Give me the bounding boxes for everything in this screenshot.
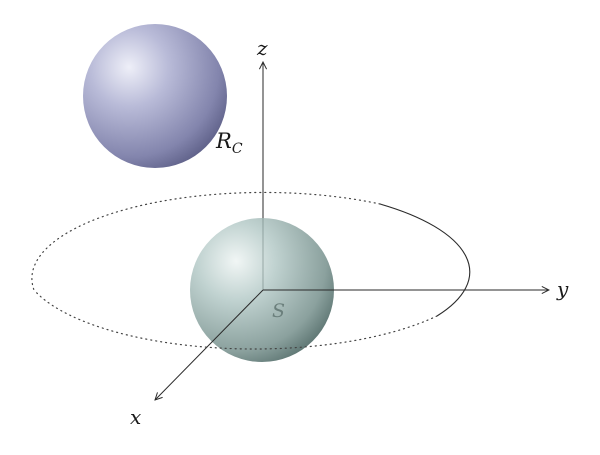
x-axis-line <box>155 289 264 400</box>
sphere-s <box>190 218 334 362</box>
sphere-rc-label-main: R <box>215 129 232 153</box>
sphere-rc <box>83 24 227 168</box>
x-axis-label: x <box>130 405 141 429</box>
y-axis-label: y <box>556 277 569 301</box>
sphere-rc-label: RC <box>215 129 243 157</box>
origin-label: S <box>272 300 285 322</box>
orbit-front-solid <box>379 203 471 317</box>
z-axis-label: z <box>256 36 268 60</box>
sphere-rc-label-sub: C <box>232 141 243 157</box>
